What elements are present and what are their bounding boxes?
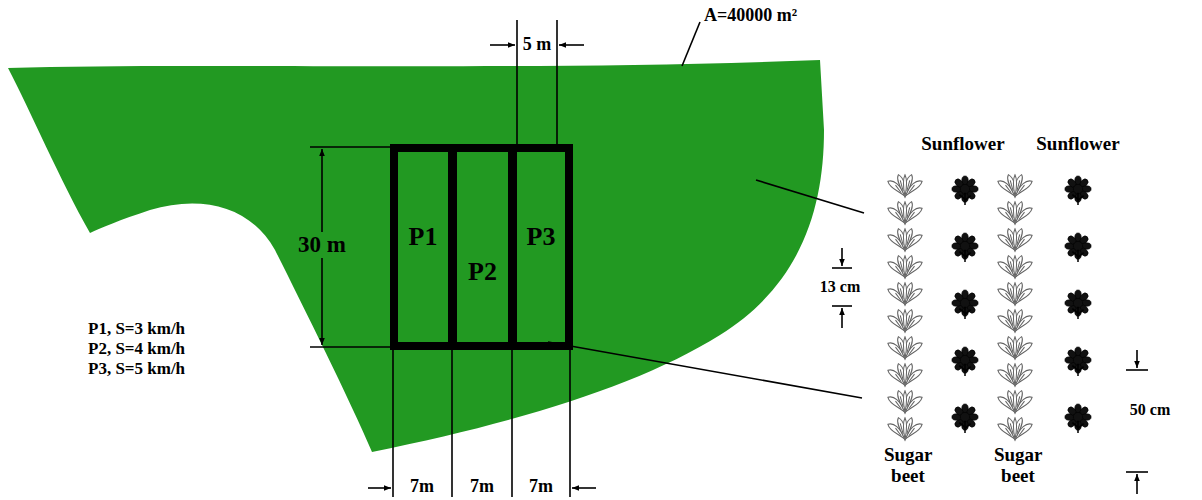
sunflower-plant — [1065, 290, 1091, 319]
sunflower-plant — [952, 176, 978, 205]
sugar-beet-plant — [888, 229, 922, 251]
sunflower-plant — [1065, 404, 1091, 433]
crop-label: Sunflower — [1036, 134, 1119, 155]
crop-label: Sugar beet — [994, 445, 1042, 487]
dimension-label: 7m — [468, 477, 496, 497]
sugar-beet-plant — [998, 202, 1032, 224]
sugar-beet-plant — [888, 175, 922, 197]
sunflower-plant — [952, 290, 978, 319]
sugar-beet-plant — [888, 391, 922, 413]
plot-box: P2 — [452, 147, 513, 347]
sunflower-plant — [1065, 233, 1091, 262]
field-area — [8, 60, 824, 452]
sunflower-plant — [952, 233, 978, 262]
sunflower-plant — [1065, 176, 1091, 205]
plot-box: P3 — [512, 147, 570, 347]
speed-label: P3, S=5 km/h — [88, 360, 185, 379]
dimension-label: 7m — [527, 477, 555, 497]
plant-layout — [888, 175, 1091, 440]
sugar-beet-plant — [998, 283, 1032, 305]
speed-label: P1, S=3 km/h — [88, 320, 185, 339]
dimension-lines — [310, 20, 1148, 497]
dimension-label: 50 cm — [1128, 401, 1172, 419]
crop-label: Sugar beet — [884, 445, 932, 487]
sugar-beet-plant — [998, 418, 1032, 440]
sugar-beet-plant — [888, 364, 922, 386]
sugar-beet-plant — [998, 337, 1032, 359]
dimension-label: 13 cm — [818, 278, 862, 296]
sugar-beet-plant — [998, 175, 1032, 197]
plot-label: P2 — [457, 257, 508, 287]
plot-label: P1 — [398, 222, 448, 252]
sunflower-plant — [952, 404, 978, 433]
sugar-beet-plant — [998, 364, 1032, 386]
dimension-label: 30 m — [296, 232, 348, 257]
sunflower-plant — [1065, 347, 1091, 376]
sugar-beet-plant — [888, 418, 922, 440]
sugar-beet-plant — [888, 283, 922, 305]
sugar-beet-plant — [888, 256, 922, 278]
sugar-beet-plant — [888, 202, 922, 224]
speed-label: P2, S=4 km/h — [88, 340, 185, 359]
area-label: A=40000 m² — [704, 6, 797, 26]
plot-box: P1 — [393, 147, 453, 347]
sugar-beet-plant — [998, 229, 1032, 251]
sugar-beet-plant — [998, 310, 1032, 332]
plot-frame — [393, 147, 570, 347]
crop-label: Sunflower — [921, 134, 1004, 155]
dimension-label: 5 m — [521, 35, 554, 55]
dimension-label: 7m — [408, 477, 436, 497]
sugar-beet-plant — [888, 337, 922, 359]
sugar-beet-plant — [888, 310, 922, 332]
sugar-beet-plant — [998, 256, 1032, 278]
sunflower-plant — [952, 347, 978, 376]
sugar-beet-plant — [998, 391, 1032, 413]
plot-label: P3 — [517, 222, 565, 252]
